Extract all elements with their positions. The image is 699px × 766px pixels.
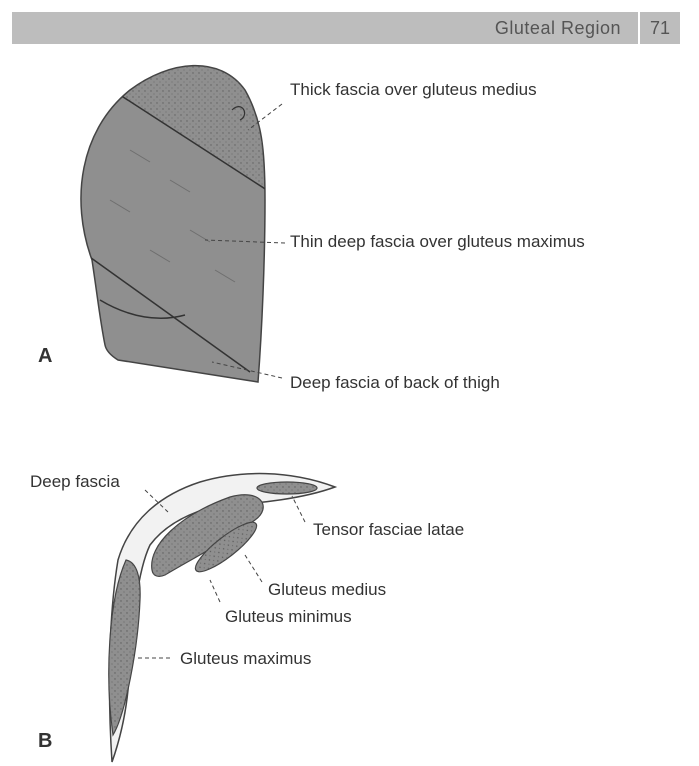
leader-medius	[245, 555, 262, 582]
label-tensor-fasciae-latae: Tensor fasciae latae	[313, 520, 464, 540]
panel-label-b: B	[38, 730, 52, 753]
panel-label-a: A	[38, 345, 52, 368]
label-gluteus-medius: Gluteus medius	[268, 580, 386, 600]
leader-minimus	[210, 580, 220, 602]
label-thin-fascia: Thin deep fascia over gluteus maximus	[290, 232, 585, 252]
leader-tensor	[292, 496, 305, 522]
label-gluteus-minimus: Gluteus minimus	[225, 607, 352, 627]
label-thick-fascia: Thick fascia over gluteus medius	[290, 80, 537, 100]
label-gluteus-maximus: Gluteus maximus	[180, 649, 311, 669]
label-deep-fascia: Deep fascia	[30, 472, 120, 492]
label-thigh-fascia: Deep fascia of back of thigh	[290, 373, 500, 393]
buttock-silhouette	[80, 40, 300, 382]
